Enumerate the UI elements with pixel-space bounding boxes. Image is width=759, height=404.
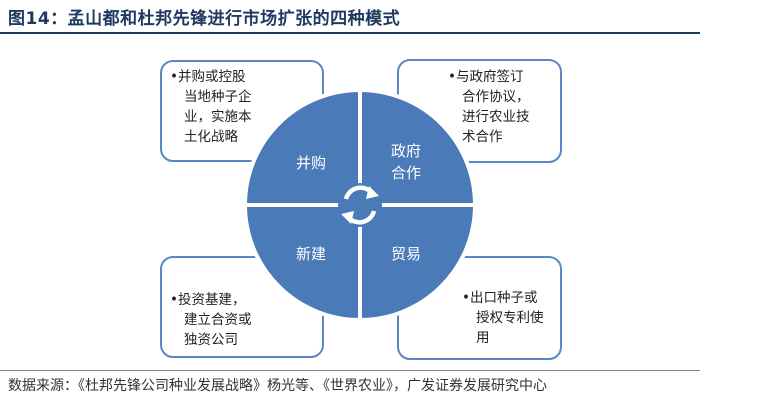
quadrant-label-greenfield: 新建 [295, 245, 326, 263]
callout-line: •出口种子或 [462, 290, 538, 306]
callout-top-right: •与政府签订 合作协议， 进行农业技 术合作 [448, 67, 530, 147]
callout-bottom-right: •出口种子或 授权专利使 用 [462, 288, 544, 348]
callout-line: 进行农业技 [462, 109, 530, 125]
callout-line: 业，实施本 [184, 109, 252, 125]
quadrant-label-government-cooperation: 政府 合作 [379, 140, 433, 184]
callout-line: •投资基建， [170, 292, 246, 308]
callout-line: 当地种子企 [184, 89, 252, 105]
quadrant-top-right [358, 88, 477, 207]
callout-line: •并购或控股 [170, 69, 246, 85]
callout-line: 合作协议， [462, 89, 530, 105]
source-divider [0, 370, 700, 371]
quadrant-label-acquisition: 并购 [295, 154, 326, 172]
callout-line: 授权专利使 [476, 310, 544, 326]
cycle-arrows-icon [338, 183, 382, 227]
callout-line: 术合作 [462, 129, 503, 145]
quadrant-bottom-right [358, 203, 477, 322]
callout-line: 土化战略 [184, 129, 238, 145]
quadrant-bottom-left [243, 203, 362, 322]
callout-line: •与政府签订 [448, 69, 524, 85]
quadrant-label-line: 政府 [390, 142, 421, 160]
title-divider [0, 32, 700, 34]
quadrant-label-trade: 贸易 [390, 245, 421, 263]
figure-title: 图14：孟山都和杜邦先锋进行市场扩张的四种模式 [8, 9, 401, 29]
callout-line: 用 [476, 330, 490, 346]
callout-bottom-left: •投资基建， 建立合资或 独资公司 [170, 290, 252, 350]
figure-source: 数据来源：《杜邦先锋公司种业发展战略》杨光等、《世界农业》，广发证券发展研究中心 [8, 378, 547, 394]
callout-line: 建立合资或 [184, 312, 252, 328]
callout-line: 独资公司 [184, 332, 238, 348]
callout-top-left: •并购或控股 当地种子企 业，实施本 土化战略 [170, 67, 252, 147]
quadrant-label-line: 合作 [390, 164, 421, 182]
quadrant-top-left [243, 88, 362, 207]
